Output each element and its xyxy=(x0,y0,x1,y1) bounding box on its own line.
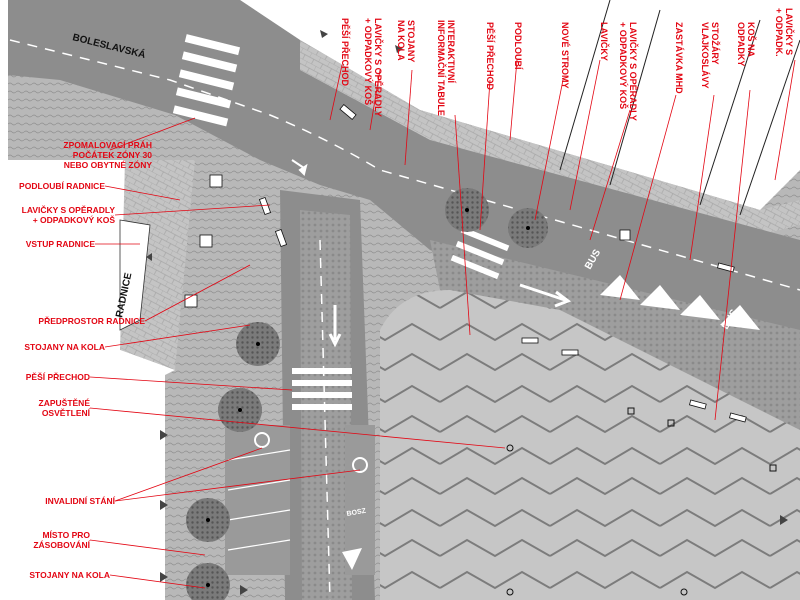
margin-area xyxy=(0,0,165,600)
label-town-hall-entrance: VSTUP RADNICE xyxy=(25,239,95,249)
bus-lane xyxy=(430,240,800,430)
label-bike-stands-2: STOJANY NA KOLA xyxy=(29,570,110,580)
top-label-bin: KOŠ NAODPADKY xyxy=(736,22,757,66)
crosswalk-top xyxy=(172,34,241,127)
top-label-flagpoles: STOŽÁRYVLAJKOSLÁVY xyxy=(700,22,721,89)
label-crosswalk-left: PĚŠÍ PŘECHOD xyxy=(25,372,90,382)
label-delivery-spot: MÍSTO PRO ZÁSOBOVÁNÍ xyxy=(33,530,90,550)
top-label-edge: LAVIČKY S+ ODPADK. xyxy=(774,8,795,57)
plaza xyxy=(380,290,800,600)
lane-lines xyxy=(9,39,800,600)
label-speed-bump: ZPOMALOVACÍ PRÁH POČÁTEK ZÓNY 30 NEBO OB… xyxy=(63,140,152,170)
wheelchair-icon xyxy=(254,432,368,473)
label-recessed-lighting: ZAPUŠTĚNÉ OSVĚTLENÍ xyxy=(38,398,90,418)
crosswalk-right xyxy=(450,226,510,280)
label-town-hall-forecourt: PŘEDPROSTOR RADNICE xyxy=(38,316,145,326)
top-label-info-board: INTERAKTIVNÍINFORMAČNÍ TABULE xyxy=(436,20,456,116)
bus-stop-triangles xyxy=(342,275,760,570)
parking-strip xyxy=(225,425,290,575)
leader-lines xyxy=(89,59,796,589)
label-arcade-town-hall: PODLOUBÍ RADNICE xyxy=(19,181,105,191)
arrow-marking-1 xyxy=(291,159,308,176)
top-label-crosswalk-2: PĚŠÍ PŘECHOD xyxy=(485,22,496,91)
arrow-marking-3 xyxy=(519,283,572,308)
top-label-benches: LAVIČKY S OPĚRADLY+ ODPADKOVÝ KOŠ xyxy=(363,18,384,117)
arrow-marking-2 xyxy=(328,305,342,348)
top-label-benches-2: LAVIČKY S OPĚRADLY+ ODPADKOVÝ KOŠ xyxy=(618,22,639,121)
top-label-bike-stands: STOJANYNA KOLA xyxy=(396,20,416,62)
top-label-arcade: PODLOUBÍ xyxy=(513,22,523,70)
top-label-new-trees: NOVÉ STROMY xyxy=(560,22,570,89)
label-benches-backrest: LAVIČKY S OPĚRADLY + ODPADKOVÝ KOŠ xyxy=(21,205,115,225)
top-label-bus-stop: ZASTÁVKA MHD xyxy=(674,22,684,94)
top-label-bench: LAVIČKY xyxy=(599,22,610,61)
label-bike-stands-1: STOJANY NA KOLA xyxy=(24,342,105,352)
trees xyxy=(186,188,548,600)
street-furniture xyxy=(184,103,747,423)
top-label-crosswalk-1: PĚŠÍ PŘECHOD xyxy=(340,18,351,87)
parking-lines xyxy=(227,449,291,551)
plot-lines xyxy=(559,0,800,216)
road-boleslavska xyxy=(8,0,800,340)
bosz-marking: BOSZ xyxy=(346,508,367,518)
town-hall-edge xyxy=(120,350,175,380)
edge-markers xyxy=(146,30,788,595)
crosswalk-mid xyxy=(292,368,352,410)
arcade-paving xyxy=(300,40,800,235)
top-labels: PĚŠÍ PŘECHOD LAVIČKY S OPĚRADLY+ ODPADKO… xyxy=(340,8,795,121)
town-hall-building xyxy=(119,219,151,331)
recessed-lights xyxy=(506,407,777,596)
building-band xyxy=(240,0,800,210)
label-disabled-parking: INVALIDNÍ STÁNÍ xyxy=(45,496,115,506)
